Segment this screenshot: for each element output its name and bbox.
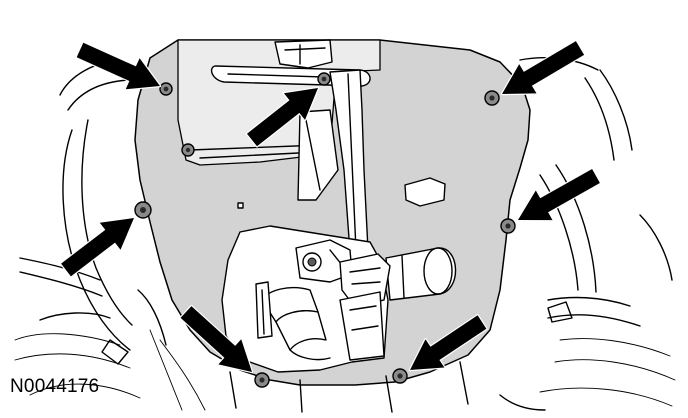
arrow-bottom-right bbox=[408, 314, 488, 372]
callout-arrows bbox=[59, 39, 602, 374]
fastener-top-center bbox=[317, 72, 331, 86]
figure-id-label: N0044176 bbox=[10, 376, 100, 397]
arrow-mid-right bbox=[516, 167, 602, 222]
fastener-upper-recess bbox=[181, 143, 195, 157]
arrow-top-left bbox=[75, 41, 162, 91]
fastener-bottom-right bbox=[392, 368, 408, 384]
arrow-mid-left bbox=[59, 216, 136, 278]
panel-hole bbox=[237, 202, 244, 209]
fastener-mid-left bbox=[134, 201, 152, 219]
arrow-top-center bbox=[245, 86, 320, 148]
center-rail bbox=[297, 69, 369, 253]
panel-vent bbox=[404, 177, 446, 207]
fastener-top-left bbox=[159, 82, 173, 96]
top-tube bbox=[210, 65, 371, 87]
lower-frame bbox=[149, 329, 469, 413]
arrow-top-right bbox=[500, 39, 586, 96]
fastener-bottom-left bbox=[254, 372, 270, 388]
lower-components bbox=[255, 239, 457, 361]
right-suspension-lines bbox=[499, 56, 676, 411]
arrow-bottom-left bbox=[179, 304, 254, 374]
fastener-top-right bbox=[484, 90, 500, 106]
top-bracket bbox=[274, 39, 333, 69]
left-suspension-lines bbox=[14, 59, 167, 399]
fastener-mid-right bbox=[500, 218, 516, 234]
